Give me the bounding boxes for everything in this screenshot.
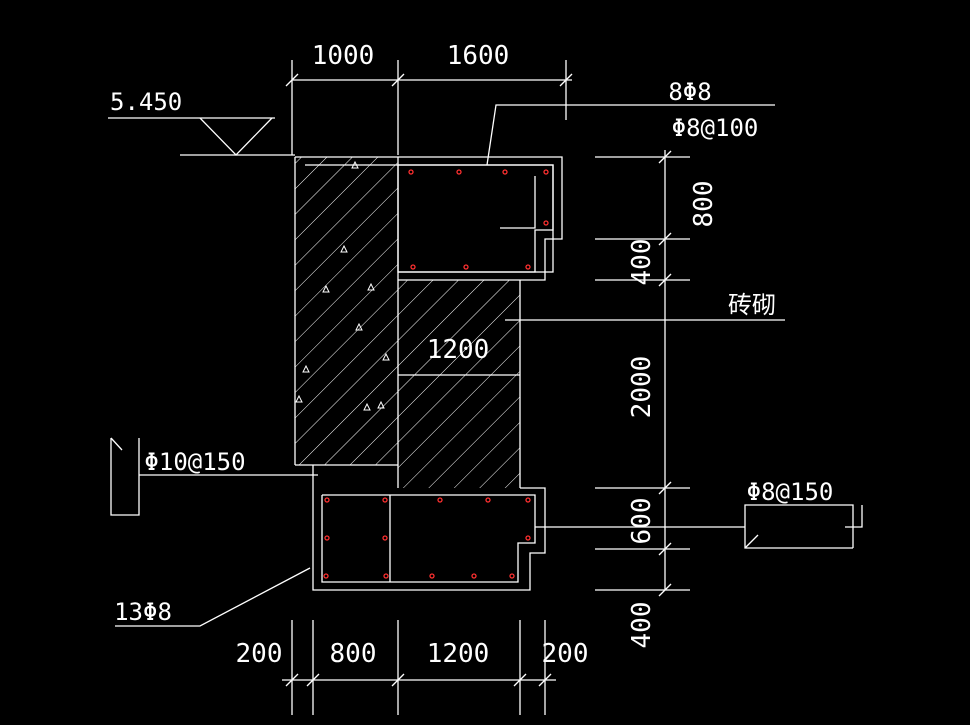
top-bars-label: 8Φ8 <box>668 78 711 106</box>
dim-right-800: 800 <box>689 181 719 228</box>
bottom-dimension-line <box>282 620 556 715</box>
dim-right-400-top: 400 <box>627 239 657 286</box>
right-stirrup-label: Φ8@150 <box>747 478 834 506</box>
right-dimension-line <box>595 150 690 597</box>
bottom-footing-outline <box>312 465 546 591</box>
right-stirrup-detail <box>535 504 863 549</box>
top-dimension-line <box>285 60 573 155</box>
concrete-wall <box>294 157 399 466</box>
top-stirrup-label: Φ8@100 <box>672 114 759 142</box>
top-beam-rebar <box>408 169 549 270</box>
left-rebar-detail <box>110 437 318 516</box>
dim-top-1600: 1600 <box>447 41 510 71</box>
brick-wall <box>398 280 521 488</box>
dim-bottom-200-right: 200 <box>542 639 589 669</box>
elevation-label: 5.450 <box>110 88 182 116</box>
elevation-mark <box>108 117 295 156</box>
dim-right-400-bottom: 400 <box>627 602 657 649</box>
bottom-leader-line <box>115 567 311 627</box>
dim-bottom-800: 800 <box>330 639 377 669</box>
bottom-bars-label: 13Φ8 <box>114 598 172 626</box>
dim-top-1000: 1000 <box>312 41 375 71</box>
bottom-footing-rebar <box>323 497 531 579</box>
brick-label: 砖砌 <box>728 291 776 319</box>
dim-bottom-1200: 1200 <box>427 639 490 669</box>
dim-bottom-200-left: 200 <box>236 639 283 669</box>
dim-right-600: 600 <box>627 498 657 545</box>
top-leader-line <box>486 104 775 166</box>
dim-inner-1200: 1200 <box>427 335 490 365</box>
dim-right-2000: 2000 <box>627 356 657 419</box>
left-rebar-label: Φ10@150 <box>144 448 245 476</box>
